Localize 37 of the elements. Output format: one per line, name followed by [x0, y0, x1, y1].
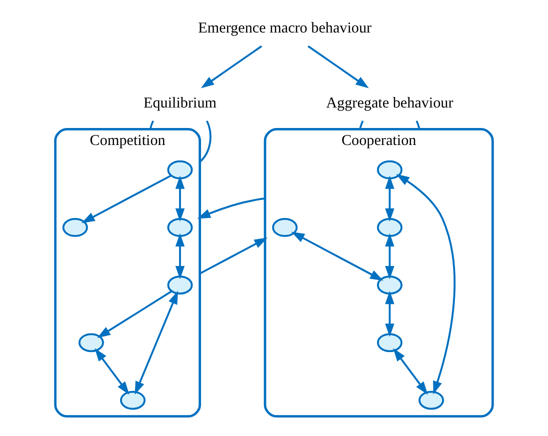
node-text: Aggregate behaviour	[326, 95, 454, 112]
arrow	[385, 290, 394, 337]
arrow	[291, 232, 384, 281]
arrow	[396, 174, 456, 394]
node-circle	[418, 390, 444, 410]
connector	[359, 120, 364, 130]
cluster: Cooperation	[264, 128, 494, 418]
arrow	[134, 290, 178, 395]
node-circle	[376, 333, 402, 352]
connector	[199, 120, 212, 163]
node-circle	[376, 276, 402, 294]
node-circle	[62, 218, 88, 237]
arrow	[385, 233, 394, 280]
node-circle	[376, 218, 402, 237]
arrow	[82, 174, 172, 224]
node-circle	[376, 160, 402, 180]
arrow	[94, 348, 130, 395]
node-circle	[120, 390, 146, 410]
node-text: Equilibrium	[144, 95, 217, 112]
node-circle	[167, 160, 193, 180]
arrow	[308, 45, 369, 88]
arrow	[175, 233, 185, 280]
arrow	[385, 176, 394, 222]
connector	[149, 120, 154, 130]
arrow	[199, 238, 268, 274]
arrow	[200, 45, 262, 88]
node-circle	[78, 333, 104, 352]
arrow	[393, 348, 428, 395]
arrow	[97, 290, 172, 338]
arrow	[197, 198, 266, 219]
node-circle	[167, 276, 193, 294]
node-text: Emergence macro behaviour	[198, 20, 372, 37]
cluster: Competition	[54, 128, 202, 418]
node-circle	[272, 218, 298, 237]
connector	[416, 120, 420, 130]
node-circle	[167, 218, 193, 237]
arrow	[175, 176, 185, 222]
